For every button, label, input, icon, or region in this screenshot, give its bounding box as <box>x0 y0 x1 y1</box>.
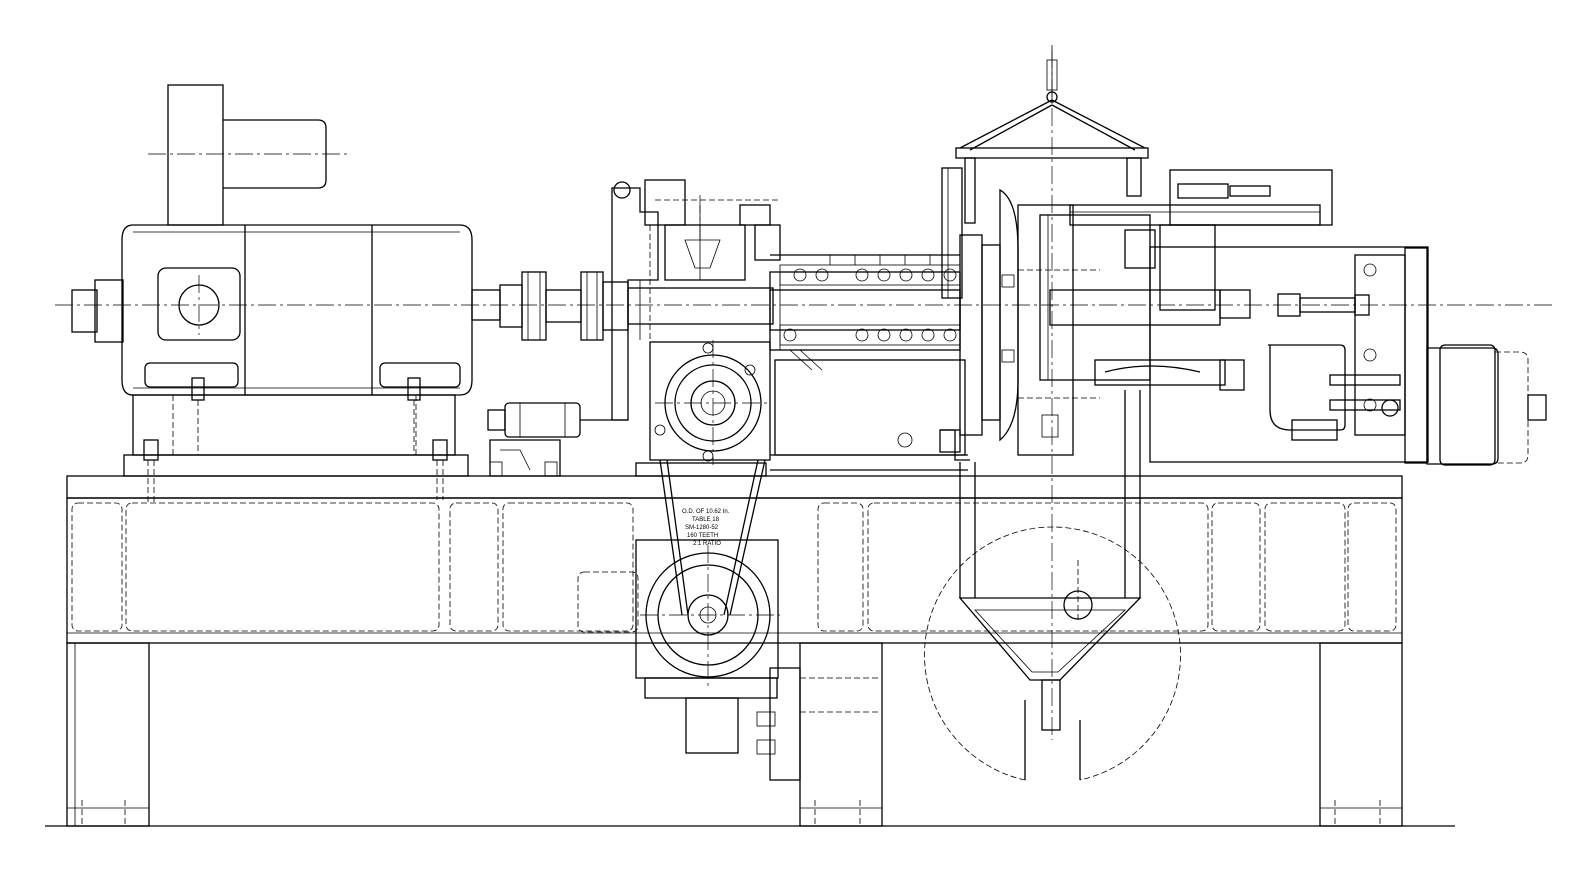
collection-tank <box>924 526 1181 781</box>
heater-bands-bottom <box>779 324 961 346</box>
base-frame <box>66 475 1403 644</box>
lower-drive-motor <box>577 539 880 781</box>
die-head <box>939 167 1019 461</box>
belt-note-line5: 2:1 RATIO <box>693 541 721 547</box>
takeoff-unit <box>1017 169 1429 463</box>
coupling <box>499 271 629 341</box>
main-motor <box>55 84 1555 505</box>
belt-drive: O.D. OF 10.62 In. TABLE 18 SM-1280-52 16… <box>659 459 766 616</box>
air-cylinder <box>487 402 628 477</box>
misc-fasteners <box>1001 269 1100 438</box>
belt-note-line3: SM-1280-52 <box>685 525 719 531</box>
extruder-barrel <box>769 254 968 471</box>
belt-note-line2: TABLE 18 <box>692 517 720 523</box>
belt-note-line4: 160 TEETH <box>687 533 718 539</box>
gearbox-housing <box>611 179 781 421</box>
belt-note-line1: O.D. OF 10.62 In. <box>682 509 730 515</box>
speed-reducer <box>635 340 771 477</box>
right-motor <box>1404 247 1547 466</box>
frame-legs <box>66 642 1403 827</box>
heater-bands-top <box>779 264 961 286</box>
discharge-chute <box>958 390 1142 731</box>
hood-assembly <box>955 45 1149 740</box>
belt-spec-note: O.D. OF 10.62 In. TABLE 18 SM-1280-52 16… <box>682 509 730 547</box>
